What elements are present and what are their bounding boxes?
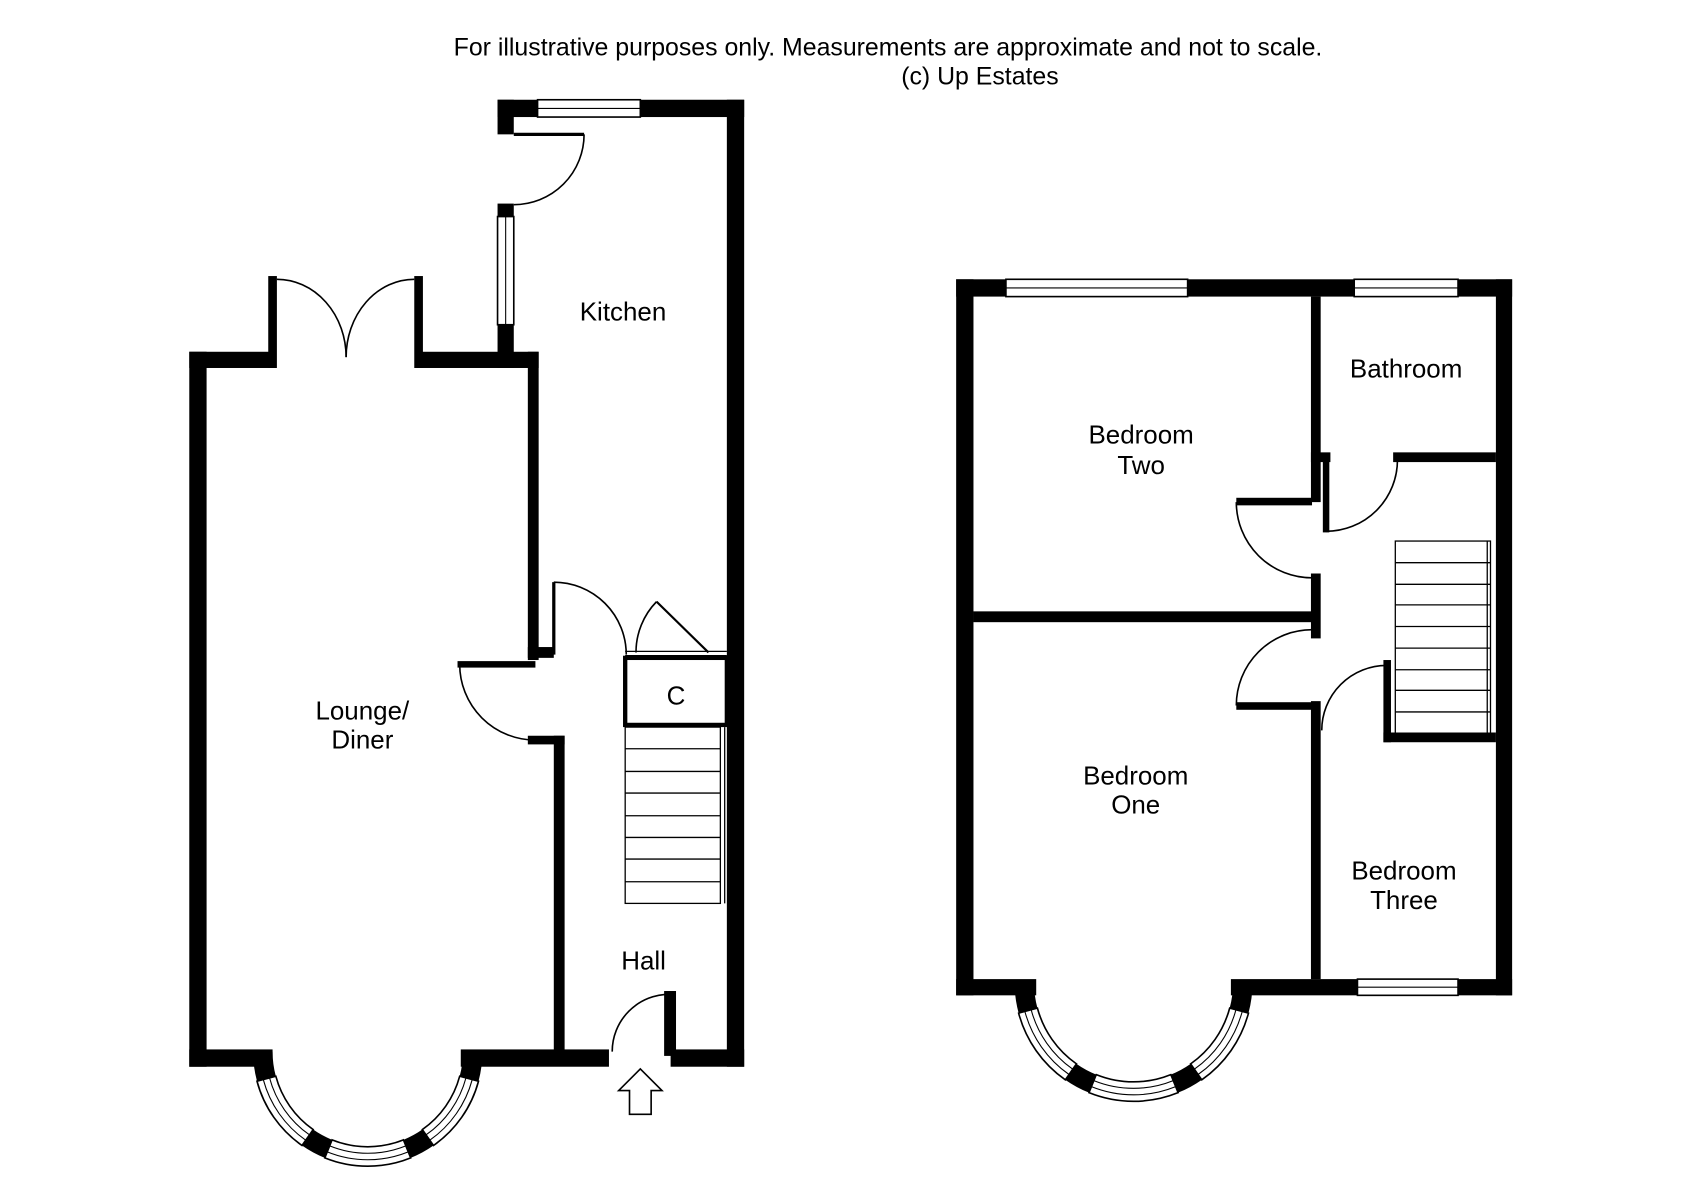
bedroom-one-door-leaf [1236,702,1313,710]
first-floor-left-wall [956,279,974,996]
ground-floor-windows [496,98,642,326]
french-door-left-swing [276,278,347,358]
bay-window-glazing-line [1197,1011,1243,1075]
bathroom-door-leaf [1322,459,1330,533]
front-door-swing [611,993,670,1052]
lounge-door-leaf [457,661,536,668]
bedroom-one-three-wall [1310,701,1321,980]
kitchen-lounge-partition [527,351,539,661]
bedroom-one-door-swing [1235,628,1313,706]
bathroom-bottom-wall [1393,452,1496,463]
bedroom-two-door-swing [1235,502,1313,579]
lounge-hall-partition-stub [527,735,565,745]
bay-window-frame [301,1129,333,1158]
lounge-bottom-wall-left [189,1049,273,1067]
first-floor-plan: Bedroom Two Bathroom Bedroom One Bedroom… [956,278,1513,1103]
bedroom-two-door-leaf [1236,497,1313,506]
french-door-left-leaf [268,276,277,368]
bathroom-label: Bathroom [1350,356,1462,384]
first-floor-doors [1235,459,1399,731]
bedroom-three-door-leaf [1383,660,1391,743]
bay-window-glazing-line [262,1079,307,1141]
bathroom-door-swing [1326,459,1399,533]
bedroom-one-label-line2: One [1111,792,1160,820]
kitchen-top-window [536,98,642,118]
cupboard: C [623,655,730,728]
bedroom-two-landing-wall [1310,573,1321,639]
cupboard-label: C [667,682,686,710]
bedroom-two-label-line1: Bedroom [1088,422,1193,450]
bedroom-two-label-line2: Two [1117,452,1165,480]
bay-window-glazing-line [1194,1009,1237,1070]
bay-window-glazing-line [1091,1086,1176,1096]
bedroom-three-top-wall [1383,732,1496,743]
lounge-bay-window [253,1051,483,1168]
bathroom-corner-stub [1310,452,1331,463]
lounge-hall-bottom-wall [460,1049,609,1067]
cupboard-door-swing [635,601,658,653]
lounge-top-wall-left [189,351,276,368]
bay-window-frame [1229,982,1253,1014]
kitchen-side-window [496,215,515,326]
bay-window-glazing-line [327,1151,409,1161]
bay-window-frame [403,1129,434,1158]
bay-window-frame [459,1051,483,1082]
lounge-left-wall [189,351,207,1067]
kitchen-left-wall-upper [497,99,514,135]
bay-window-glazing-line [269,1077,310,1136]
bedroom-three-door-swing [1320,664,1387,731]
lounge-door-swing [458,664,536,741]
bedroom-three-window [1356,978,1459,997]
copyright-text: (c) Up Estates [901,63,1058,91]
bay-window-glazing-line [425,1077,467,1136]
bay-window-frame [1065,1063,1097,1093]
first-floor-labels: Bedroom Two Bathroom Bedroom One Bedroom… [1083,356,1462,915]
stairs-outline [1394,540,1492,735]
front-door-leaf [664,991,677,1056]
bedroom-three-label-line2: Three [1370,887,1438,915]
bay-window-glazing-line [329,1145,407,1154]
partition-jog [527,647,554,658]
kitchen-right-wall [726,99,745,1067]
first-floor-windows [1005,278,1459,997]
ground-floor-plan: C Kitchen Lounge/ Diner Hall [189,98,745,1168]
bay-window-glazing-line [429,1079,473,1141]
cupboard-outline [623,655,730,728]
bedroom-three-label-line1: Bedroom [1351,858,1456,886]
bedroom-one-label-line1: Bedroom [1083,762,1188,790]
french-door-right-leaf [414,276,423,368]
bay-window-frame [1170,1063,1202,1093]
bedroom-partition-wall [973,611,1313,623]
bedroom-one-bay-window [1014,982,1253,1103]
bathroom-window [1353,278,1459,298]
hall-bottom-wall-right [670,1049,745,1067]
bedroom-two-bathroom-wall [1310,296,1321,503]
entrance-arrow-icon [616,1067,664,1116]
ground-floor-labels: Kitchen Lounge/ Diner Hall [315,298,666,975]
bay-window-glazing-line [1024,1011,1070,1075]
bay-window-frame [1014,982,1038,1014]
first-floor-stairs [1394,540,1492,735]
ground-floor-doors [276,132,727,1052]
lounge-diner-label-line1: Lounge/ [315,698,410,726]
hall-kitchen-door-swing [553,581,628,655]
french-door-right-swing [345,278,415,358]
cupboard-door-leaf [655,600,710,654]
first-floor-right-wall [1495,279,1513,996]
ground-floor-walls [189,99,745,1067]
bedroom-two-window [1005,278,1189,298]
lounge-hall-partition [553,735,565,1052]
kitchen-label: Kitchen [580,298,667,326]
hall-label: Hall [621,947,666,975]
kitchen-back-door-swing [513,134,585,206]
bay-window-glazing-line [1093,1080,1174,1089]
ground-floor-stairs [624,726,726,905]
lounge-top-wall-right [416,351,539,368]
disclaimer-text: For illustrative purposes only. Measurem… [454,33,1323,61]
bay-window-glazing-line [1030,1009,1074,1070]
bay-window-frame [253,1051,276,1082]
lounge-diner-label-line2: Diner [331,727,393,755]
